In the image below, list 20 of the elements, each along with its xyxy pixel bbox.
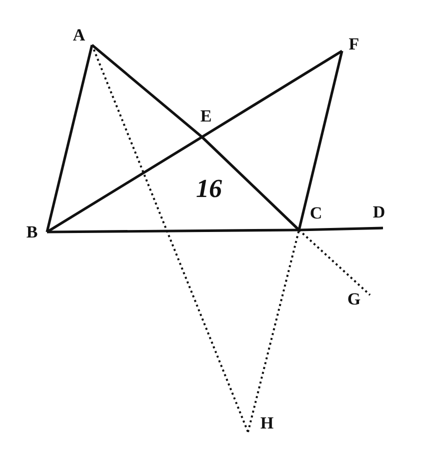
point-label: F xyxy=(348,36,360,52)
point-label: A xyxy=(72,26,86,44)
line-segment xyxy=(298,226,384,232)
dotted-line xyxy=(91,44,249,432)
line-segment xyxy=(47,228,299,234)
figure-number: 16 xyxy=(196,176,222,202)
line-segment xyxy=(91,44,203,138)
line-segment xyxy=(201,136,300,231)
point-label: E xyxy=(200,108,212,124)
line-segment xyxy=(298,50,344,230)
line-segment xyxy=(46,136,203,234)
point-label: H xyxy=(260,414,274,432)
dotted-line xyxy=(298,229,371,296)
point-label: B xyxy=(26,224,38,240)
line-segment xyxy=(201,50,343,138)
point-label: D xyxy=(372,204,386,220)
dotted-line xyxy=(247,230,300,432)
point-label: C xyxy=(310,204,322,222)
line-segment xyxy=(46,44,94,232)
point-label: G xyxy=(347,290,361,308)
